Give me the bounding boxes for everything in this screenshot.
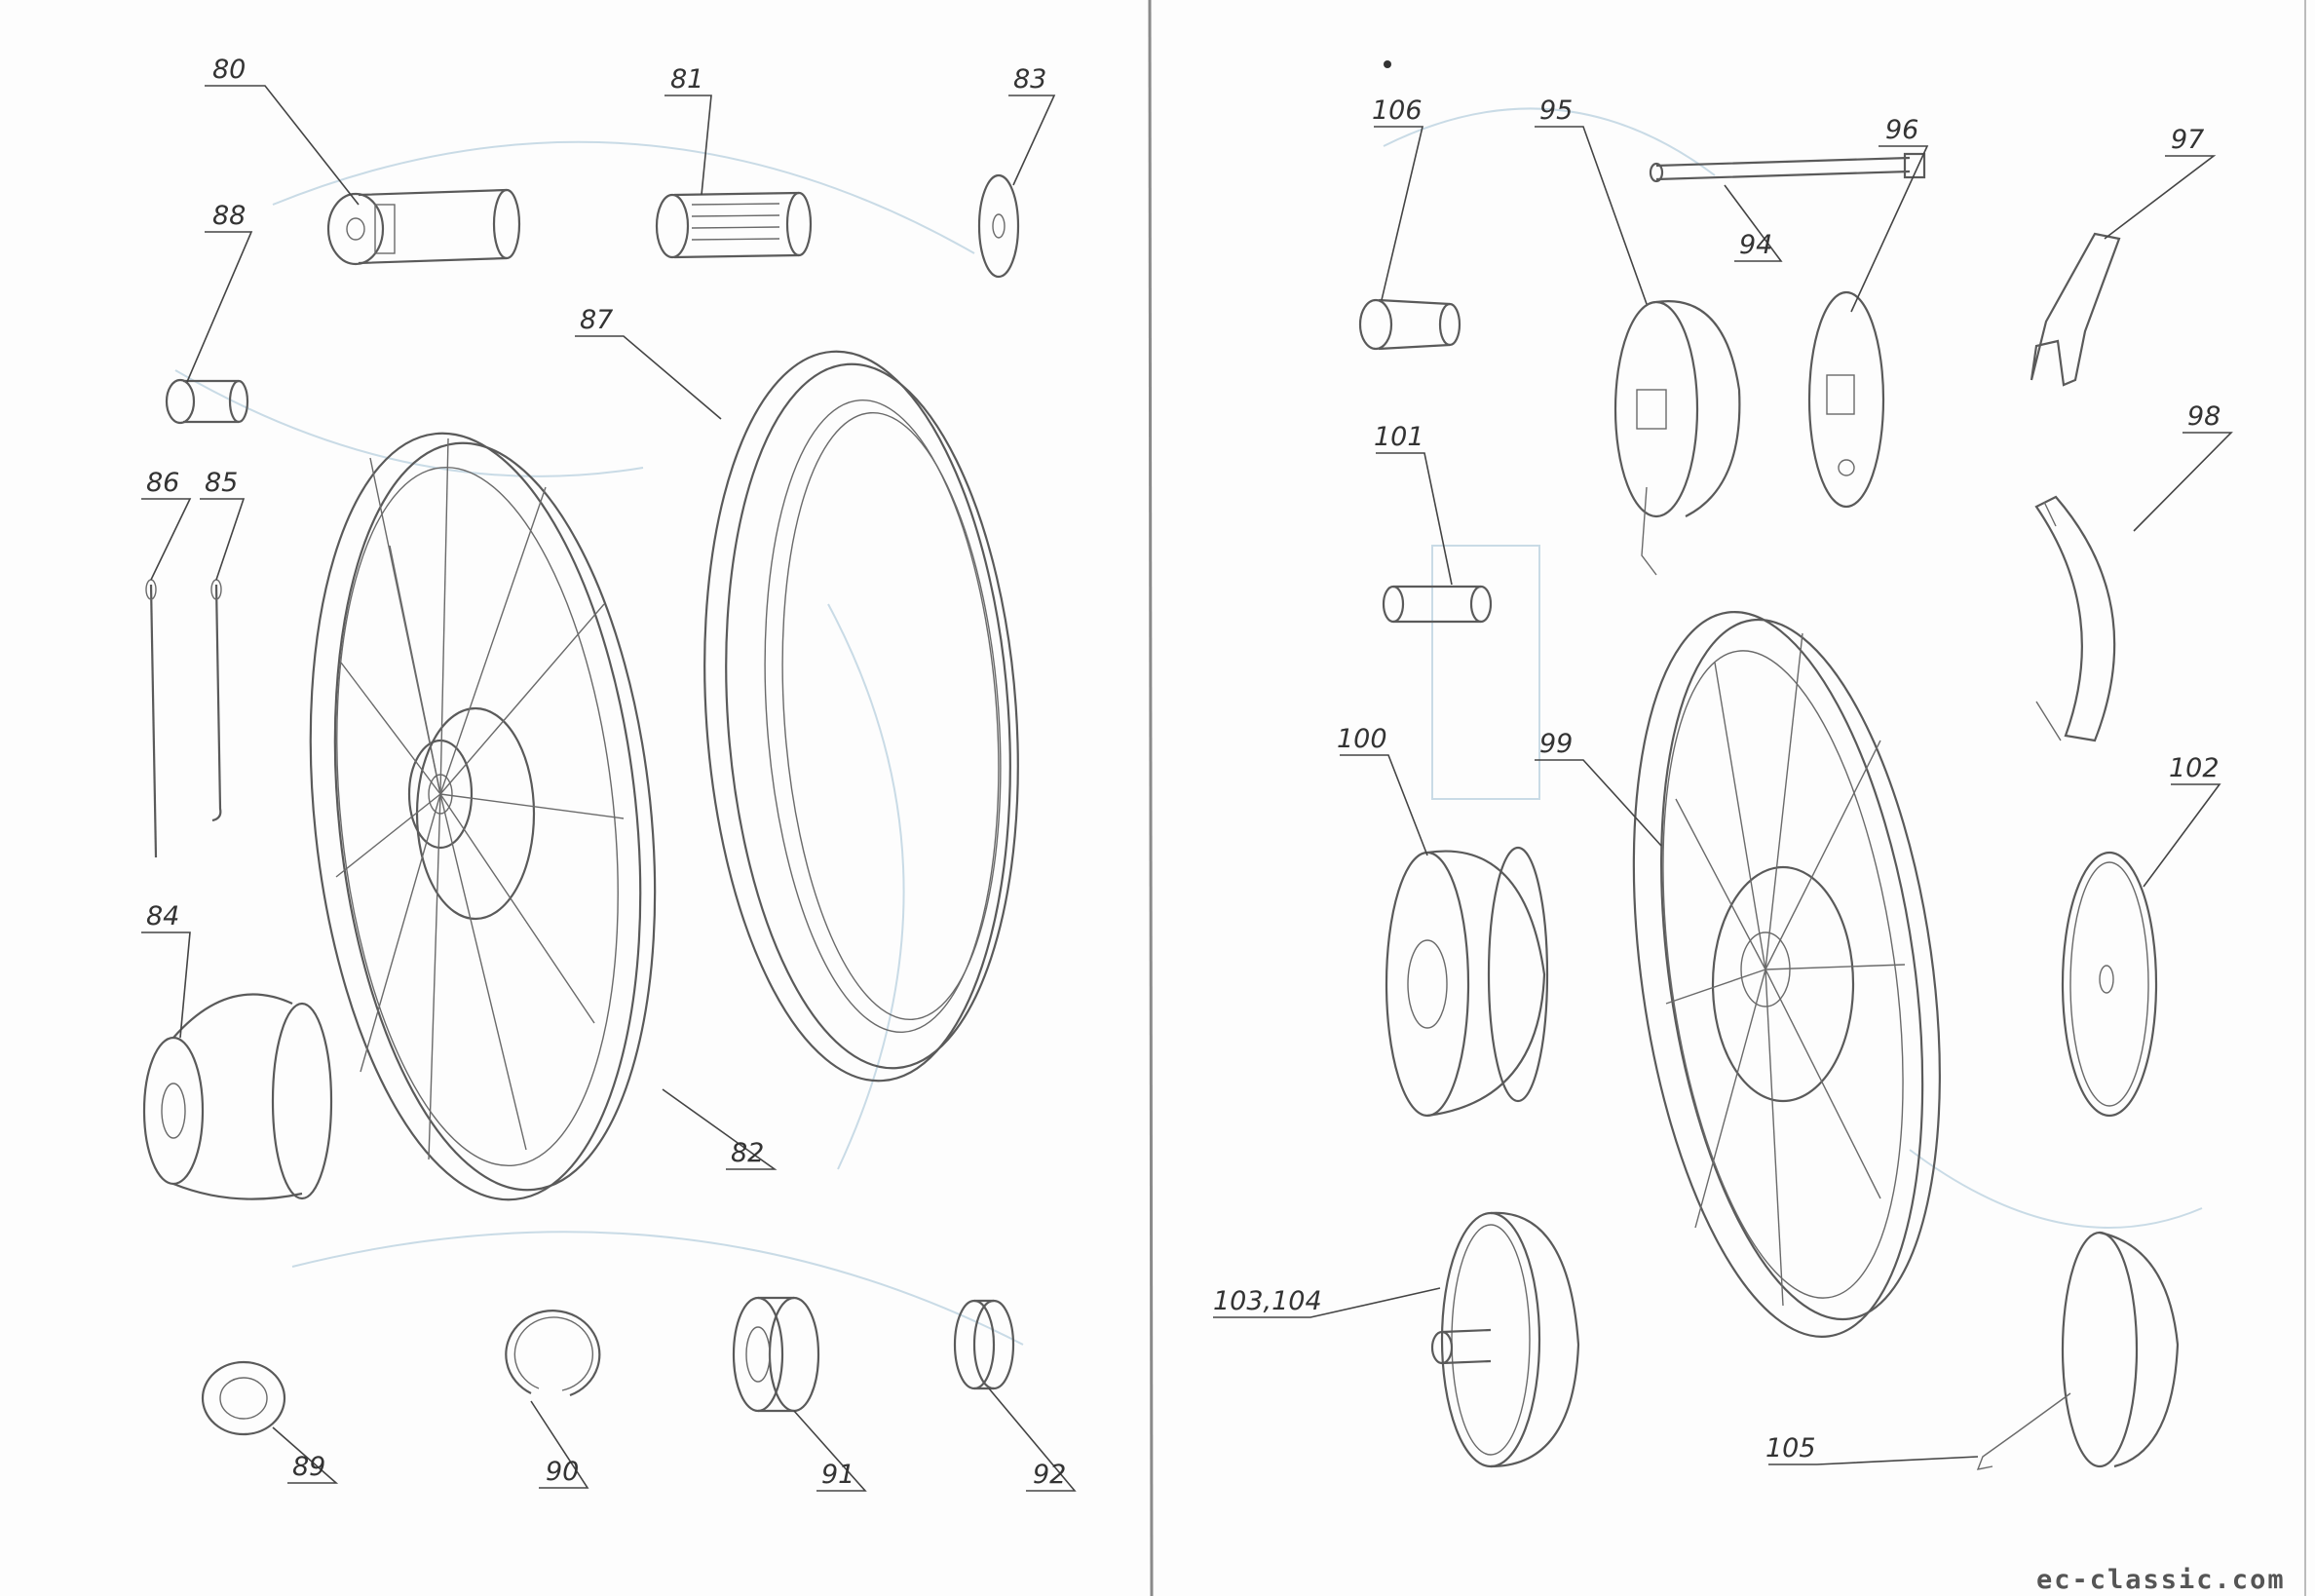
leader-lines (141, 85, 2233, 1492)
callout-106: 106 (1372, 95, 1423, 126)
callout-83: 83 (1013, 64, 1046, 95)
watermark-text: ec-classic.com (2036, 1565, 2286, 1595)
callout-80: 80 (212, 55, 246, 85)
callout-86: 86 (146, 468, 179, 498)
part-99-rear-wheel (1632, 611, 1941, 1338)
part-97-brake-lever (2030, 232, 2121, 387)
callout-91: 91 (821, 1460, 854, 1490)
part-106-sleeve (1358, 298, 1461, 351)
callout-87: 87 (580, 305, 613, 335)
callout-81: 81 (670, 64, 703, 95)
callout-98: 98 (2187, 401, 2220, 432)
callout-89: 89 (292, 1452, 325, 1482)
part-89-lock-washer (201, 1360, 286, 1436)
callout-95: 95 (1539, 95, 1573, 126)
callout-96: 96 (1885, 115, 1918, 145)
page-fold (1148, 0, 1154, 1596)
callout-92: 92 (1033, 1460, 1066, 1490)
callout-88: 88 (212, 201, 246, 231)
callout-97: 97 (2171, 125, 2204, 155)
part-100-rear-hub (1385, 846, 1549, 1118)
part-101-spacer (1382, 585, 1493, 624)
part-95-brake-plate (1613, 300, 1741, 576)
part-82-front-wheel (309, 432, 657, 1201)
part-86-spoke (145, 579, 158, 858)
part-81-handlebar-grip (655, 191, 813, 259)
ink-dot (1384, 60, 1391, 68)
callout-103-104: 103,104 (1213, 1286, 1322, 1316)
callout-105: 105 (1765, 1433, 1816, 1463)
callout-90: 90 (546, 1457, 579, 1487)
part-98-brake-shoe (2034, 495, 2116, 742)
bleed-through (174, 107, 2203, 1346)
part-102-seal-disc (2061, 851, 2158, 1118)
part-80-throttle-grip (326, 188, 521, 266)
callout-100: 100 (1337, 724, 1387, 754)
callout-labels: 80 81 83 88 87 86 85 84 82 89 90 91 92 1… (146, 55, 2220, 1490)
callout-85: 85 (205, 468, 238, 498)
callout-102: 102 (2169, 753, 2220, 783)
callout-94: 94 (1739, 230, 1772, 260)
callout-101: 101 (1374, 422, 1424, 452)
part-103-104-drum (1430, 1211, 1580, 1468)
part-84-wheel-hub (142, 993, 333, 1200)
part-83-dust-cover (977, 173, 1020, 279)
part-85-spoke (210, 579, 222, 822)
part-90-circlip (505, 1310, 601, 1397)
part-96-brake-cover (1807, 290, 1885, 509)
callout-99: 99 (1539, 729, 1573, 759)
part-87-rim (703, 350, 1019, 1083)
part-88-sleeve (165, 378, 249, 425)
part-92-spacer (953, 1299, 1015, 1390)
part-105-brake-assembly (1976, 1231, 2180, 1470)
part-94-axle (1649, 152, 1926, 183)
part-91-bearing (732, 1296, 820, 1413)
callout-84: 84 (146, 901, 179, 931)
callout-82: 82 (731, 1138, 764, 1168)
